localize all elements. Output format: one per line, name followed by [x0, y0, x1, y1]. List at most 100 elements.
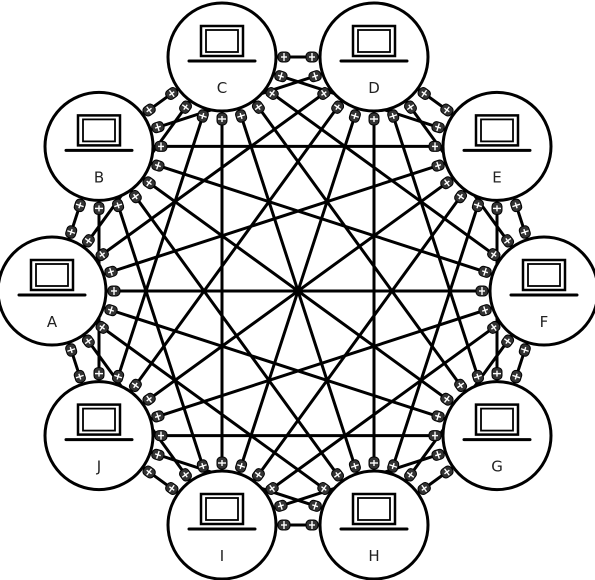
port-connector-J-D	[128, 378, 142, 393]
port-connector-J-C	[112, 369, 125, 384]
port-connector-A-G	[104, 304, 118, 317]
port-connector-H-D	[368, 456, 380, 470]
laptop-icon	[509, 258, 579, 297]
port-connector-E-B	[428, 140, 442, 152]
port-connector-G-I	[431, 448, 445, 461]
laptop-icon	[64, 114, 134, 152]
port-connector-G-E	[491, 367, 503, 381]
port-connector-A-H	[95, 320, 109, 334]
port-connector-J-H	[151, 448, 165, 461]
port-connector-F-D	[501, 234, 515, 248]
port-connector-D-J	[331, 100, 345, 114]
port-connector-A-F	[107, 285, 121, 297]
port-connector-E-D	[440, 103, 454, 117]
port-connector-G-F	[510, 369, 523, 384]
port-connector-F-E	[518, 225, 531, 239]
port-connector-I-B	[196, 459, 209, 473]
port-connector-J-B	[93, 367, 105, 381]
port-connector-I-H	[277, 519, 291, 531]
port-connector-E-C	[431, 121, 445, 134]
port-connector-B-G	[142, 176, 156, 190]
port-connector-B-H	[128, 189, 142, 204]
port-connector-E-F	[510, 198, 523, 213]
port-connector-B-F	[151, 159, 165, 172]
port-connector-I-G	[274, 499, 288, 512]
link-F-J	[97, 289, 546, 438]
port-connector-J-F	[151, 410, 165, 423]
port-connector-J-G	[154, 430, 168, 442]
node-I: I	[166, 469, 278, 580]
port-connector-G-A	[431, 410, 445, 423]
node-H: H	[318, 469, 430, 580]
port-connector-H-I	[305, 519, 319, 531]
port-connector-I-C	[216, 456, 228, 470]
port-connector-F-C	[487, 248, 501, 262]
port-connector-I-E	[251, 468, 265, 482]
node-label: E	[492, 168, 501, 186]
port-connector-B-J	[93, 201, 105, 215]
node-label: A	[47, 313, 58, 331]
port-connector-H-J	[308, 499, 322, 512]
port-connector-E-G	[491, 201, 503, 215]
port-connector-E-H	[471, 198, 484, 213]
node-B: B	[43, 90, 155, 202]
port-connector-J-A	[73, 369, 86, 384]
port-connector-F-I	[487, 320, 501, 334]
port-connector-G-D	[471, 369, 484, 384]
port-connector-I-F	[265, 482, 279, 495]
link-D-J	[97, 55, 376, 438]
node-label: C	[217, 79, 227, 97]
node-label: J	[96, 458, 101, 476]
port-connector-I-D	[235, 459, 248, 473]
node-label: D	[368, 79, 380, 97]
port-connector-A-C	[81, 234, 95, 248]
port-connector-B-E	[154, 140, 168, 152]
port-connector-G-H	[440, 465, 454, 479]
node-label: I	[220, 547, 224, 565]
node-F: F	[488, 235, 595, 347]
link-connectors	[65, 51, 531, 531]
port-connector-I-A	[179, 468, 192, 482]
port-connector-C-A	[179, 100, 192, 114]
laptop-icon	[462, 403, 532, 442]
port-connector-A-J	[65, 343, 78, 357]
port-connector-B-A	[73, 198, 86, 213]
port-connector-D-H	[368, 112, 380, 126]
port-connector-D-E	[417, 87, 431, 100]
laptop-icon	[187, 492, 257, 531]
port-connector-D-I	[348, 109, 361, 123]
port-connector-C-D	[277, 51, 291, 63]
port-connector-H-G	[417, 482, 431, 495]
port-connector-E-J	[440, 176, 454, 190]
laptop-icon	[187, 24, 257, 63]
port-connector-J-I	[142, 465, 156, 479]
node-label: H	[368, 547, 379, 565]
node-E: E	[441, 90, 553, 202]
laptop-icon	[64, 403, 134, 442]
port-connector-H-C	[348, 459, 361, 473]
port-connector-F-J	[478, 304, 492, 317]
port-connector-D-F	[404, 100, 417, 114]
port-connector-A-B	[65, 225, 78, 239]
port-connector-D-G	[387, 109, 400, 123]
port-connector-D-A	[317, 87, 331, 100]
node-label: B	[94, 168, 104, 186]
node-C: C	[166, 1, 278, 113]
link-E-J	[97, 144, 499, 438]
port-connector-F-G	[518, 343, 531, 357]
port-connector-C-J	[196, 109, 209, 123]
port-connector-H-E	[387, 459, 400, 473]
node-label: G	[491, 458, 503, 476]
port-connector-B-I	[112, 198, 125, 213]
port-connector-F-B	[478, 265, 492, 278]
port-connector-F-H	[501, 334, 515, 348]
port-connector-D-B	[308, 70, 322, 83]
port-connector-E-A	[431, 159, 445, 172]
port-connector-E-I	[454, 189, 468, 204]
port-connector-A-I	[81, 334, 95, 348]
port-connector-A-E	[104, 265, 118, 278]
port-connector-C-E	[274, 70, 288, 83]
node-label: F	[540, 313, 549, 331]
